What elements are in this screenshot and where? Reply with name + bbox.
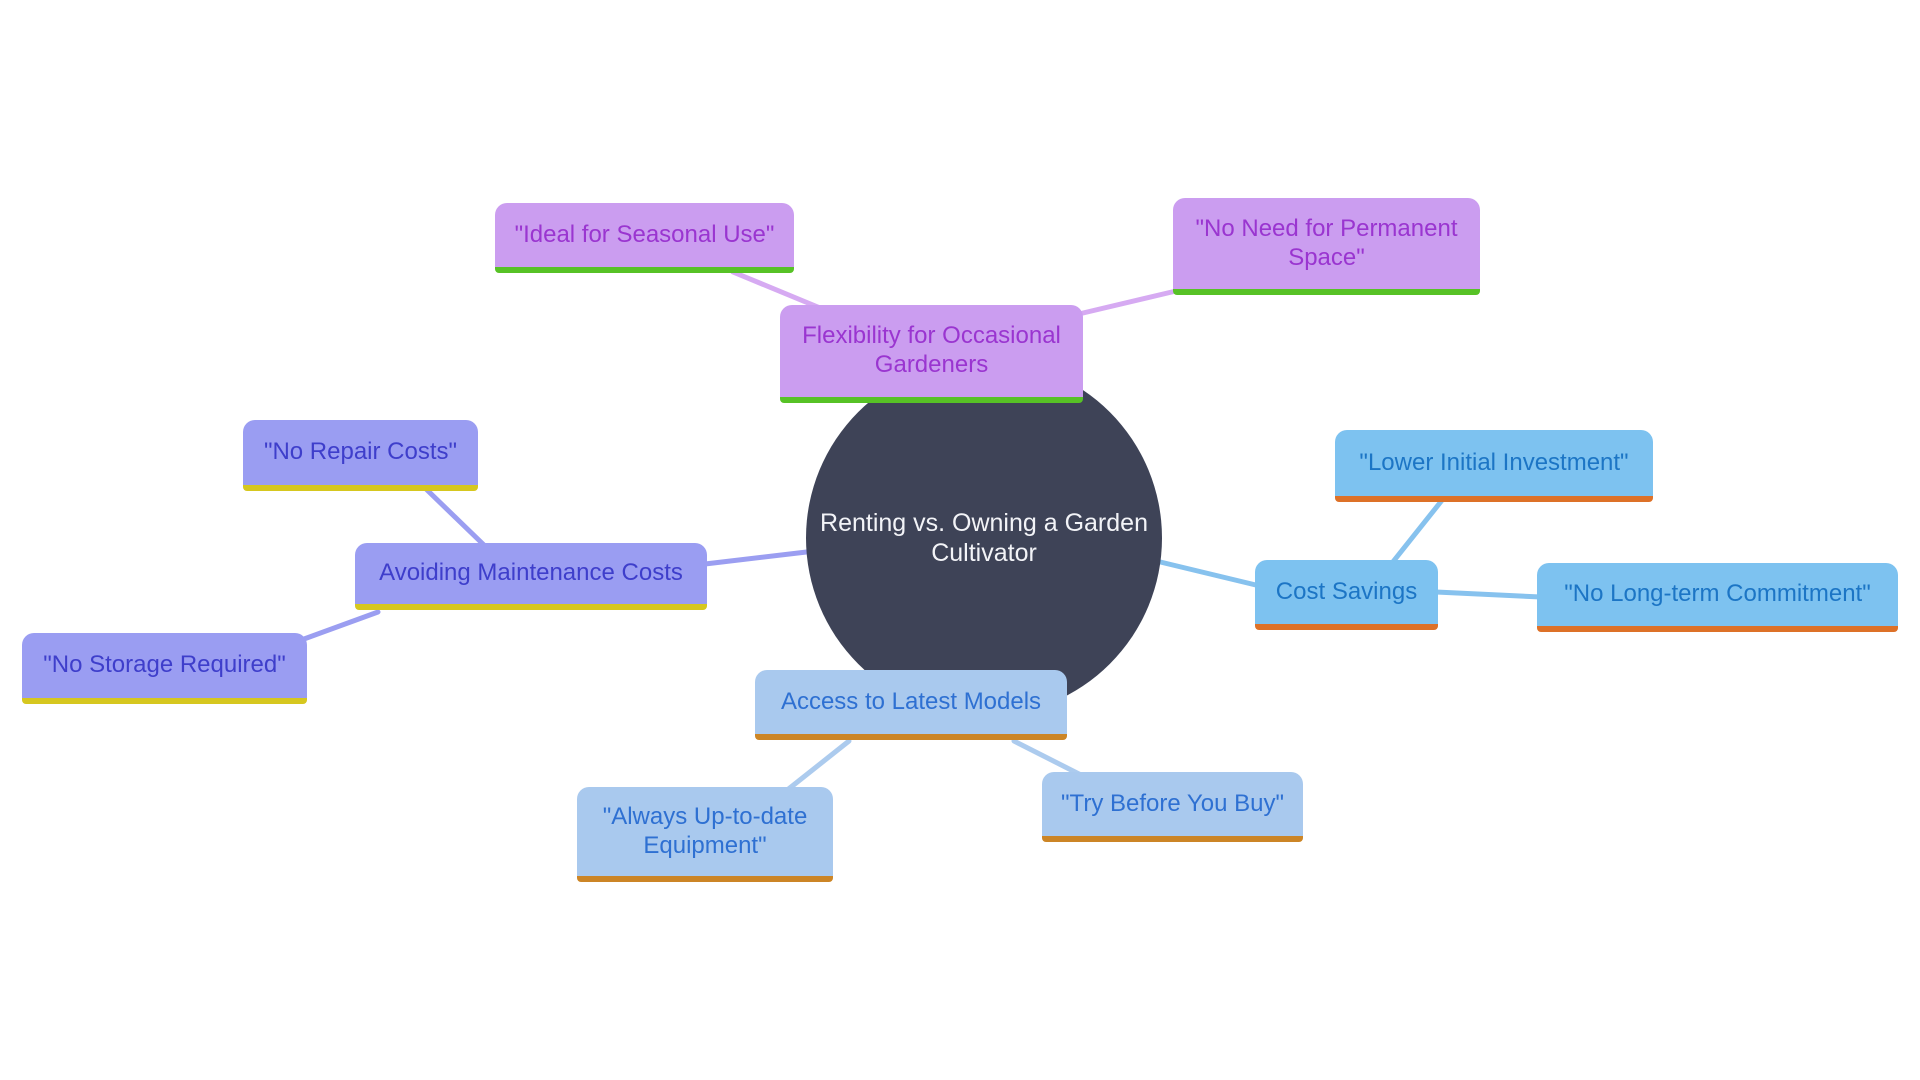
child-node-no-long-term-commitment: "No Long-term Commitment" xyxy=(1537,563,1898,632)
child-node-always-up-to-date-equipment: "Always Up-to-date Equipment" xyxy=(577,787,833,882)
branch-node-cost-savings: Cost Savings xyxy=(1255,560,1438,630)
branch-node-flexibility: Flexibility for Occasional Gardeners xyxy=(780,305,1083,403)
branch-node-label: Flexibility for Occasional Gardeners xyxy=(802,322,1061,378)
child-node-label: "Try Before You Buy" xyxy=(1061,789,1284,817)
child-node-label: "Always Up-to-date Equipment" xyxy=(602,802,808,859)
child-node-label: "No Storage Required" xyxy=(43,651,286,679)
child-node-label: "No Repair Costs" xyxy=(263,438,458,466)
connector-cost-lower xyxy=(1389,496,1446,566)
connector-storage-avoiding xyxy=(301,609,381,642)
child-node-no-storage-required: "No Storage Required" xyxy=(22,633,307,704)
branch-node-label: Access to Latest Models xyxy=(780,687,1042,715)
branch-node-access-to-latest-models: Access to Latest Models xyxy=(755,670,1067,740)
child-node-lower-initial-investment: "Lower Initial Investment" xyxy=(1335,430,1653,502)
branch-node-label: Cost Savings xyxy=(1275,577,1418,605)
connector-flexibility-permanent xyxy=(1080,288,1179,316)
child-node-no-permanent-space: "No Need for Permanent Space" xyxy=(1173,198,1480,295)
child-node-label: "Ideal for Seasonal Use" xyxy=(514,220,775,248)
connector-access-always xyxy=(783,738,852,794)
child-node-try-before-you-buy: "Try Before You Buy" xyxy=(1042,772,1303,842)
child-node-label: "Lower Initial Investment" xyxy=(1359,448,1629,476)
connector-seasonal-flexibility xyxy=(730,269,828,313)
connector-center-cost xyxy=(1149,557,1263,589)
branch-node-avoiding-maintenance-costs: Avoiding Maintenance Costs xyxy=(355,543,707,610)
connector-access-try xyxy=(1011,738,1084,778)
child-node-ideal-seasonal-use: "Ideal for Seasonal Use" xyxy=(495,203,794,273)
child-node-label: "No Need for Permanent Space" xyxy=(1195,214,1458,271)
child-node-label: "No Long-term Commitment" xyxy=(1564,580,1871,608)
connector-repair-avoiding xyxy=(422,485,489,550)
center-node: Renting vs. Owning a Garden Cultivator xyxy=(806,360,1162,716)
branch-node-label: Avoiding Maintenance Costs xyxy=(379,559,683,587)
connector-cost-longterm xyxy=(1433,589,1544,600)
child-node-no-repair-costs: "No Repair Costs" xyxy=(243,420,478,491)
center-node-label: Renting vs. Owning a Garden Cultivator xyxy=(820,509,1148,567)
